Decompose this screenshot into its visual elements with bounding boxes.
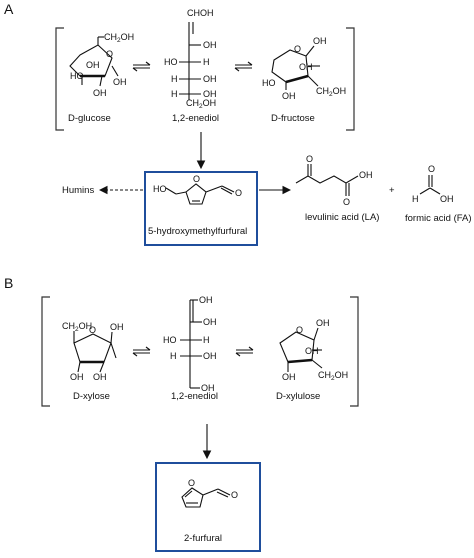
svg-text:HO: HO	[262, 78, 276, 88]
humins-label: Humins	[62, 185, 94, 196]
svg-text:OH: OH	[440, 194, 454, 204]
enediol-a-row4-right: OH	[203, 74, 217, 84]
xylulose-structure: O OH CH2OH OH OH	[279, 318, 348, 382]
enediol-a-row2-right: OH	[203, 40, 217, 50]
hmf-label: 5-hydroxymethylfurfural	[148, 226, 247, 237]
levulinic-label: levulinic acid (LA)	[305, 212, 379, 223]
enediol-a-row3-left: HO	[164, 57, 178, 67]
fructose-label: D-fructose	[271, 113, 315, 124]
svg-text:O: O	[188, 478, 195, 488]
svg-text:OH: OH	[93, 88, 107, 98]
svg-text:CH2OH: CH2OH	[318, 370, 348, 382]
enediol-structure-b: OH OH HO H H OH OH	[163, 295, 217, 393]
enediol-a-row4-left: H	[171, 74, 178, 84]
svg-text:H: H	[203, 335, 210, 345]
xylulose-label: D-xylulose	[276, 391, 320, 402]
formic-acid-structure: O H OH	[412, 164, 454, 204]
svg-text:OH: OH	[203, 351, 217, 361]
furfural-structure: O O	[181, 478, 238, 508]
enediol-b-label: 1,2-enediol	[171, 391, 218, 402]
svg-text:OH: OH	[203, 317, 217, 327]
svg-text:OH: OH	[282, 91, 296, 101]
svg-text:O: O	[193, 174, 200, 184]
svg-text:O: O	[428, 164, 435, 174]
furfural-highlight-box	[155, 462, 261, 552]
enediol-a-row3-right: H	[203, 57, 210, 67]
left-bracket-a	[55, 27, 64, 131]
svg-text:O: O	[106, 49, 113, 59]
svg-text:O: O	[89, 325, 96, 335]
right-bracket-b	[350, 296, 359, 407]
svg-text:O: O	[294, 44, 301, 54]
xylose-structure: O CH2OH OH OH OH	[62, 321, 124, 382]
hmf-structure: HO O O	[153, 174, 242, 205]
plus-sign: +	[389, 185, 395, 196]
svg-text:OH: OH	[70, 372, 84, 382]
enediol-a-row5-left: H	[171, 89, 178, 99]
fructose-structure: O OH OH CH2OH OH HO	[262, 36, 346, 101]
svg-text:H: H	[412, 194, 419, 204]
equilibrium-arrow-b1	[132, 346, 151, 357]
glucose-structure: CH2OH O OH HO OH OH	[69, 32, 134, 98]
svg-text:OH: OH	[93, 372, 107, 382]
panel-label-a: A	[4, 1, 14, 17]
svg-text:O: O	[231, 490, 238, 500]
svg-text:HO: HO	[70, 71, 84, 81]
svg-text:CH2OH: CH2OH	[316, 86, 346, 98]
equilibrium-arrow-a2	[234, 61, 253, 72]
glucose-label: D-glucose	[68, 113, 111, 124]
svg-text:OH: OH	[86, 60, 100, 70]
svg-text:OH: OH	[199, 295, 213, 305]
svg-text:OH: OH	[305, 346, 319, 356]
formic-label: formic acid (FA)	[405, 213, 472, 224]
svg-text:OH: OH	[282, 372, 296, 382]
enediol-a-label: 1,2-enediol	[172, 113, 219, 124]
right-bracket-a	[346, 27, 355, 131]
svg-text:O: O	[306, 154, 313, 164]
enediol-structure-a	[179, 22, 201, 100]
hmf-highlight-box	[144, 171, 258, 246]
enediol-a-row1-right: CHOH	[187, 8, 214, 18]
svg-text:CH2OH: CH2OH	[62, 321, 92, 333]
svg-text:O: O	[235, 188, 242, 198]
equilibrium-arrow-b2	[235, 346, 254, 357]
svg-text:HO: HO	[163, 335, 177, 345]
svg-text:OH: OH	[113, 77, 127, 87]
furfural-label: 2-furfural	[184, 533, 222, 544]
panel-label-b: B	[4, 275, 13, 291]
svg-text:O: O	[343, 197, 350, 207]
svg-text:OH: OH	[313, 36, 327, 46]
svg-text:CH2OH: CH2OH	[104, 32, 134, 44]
svg-text:OH: OH	[299, 62, 313, 72]
svg-text:OH: OH	[201, 383, 215, 393]
enediol-a-row5-right: OH	[203, 89, 217, 99]
svg-text:OH: OH	[359, 170, 373, 180]
levulinic-acid-structure: O O OH	[295, 154, 373, 207]
enediol-a-bottom: CH2OH	[186, 98, 216, 110]
left-bracket-b	[41, 296, 50, 407]
svg-text:OH: OH	[110, 322, 124, 332]
svg-text:O: O	[296, 325, 303, 335]
svg-text:HO: HO	[153, 184, 167, 194]
equilibrium-arrow-a1	[132, 61, 151, 72]
svg-text:OH: OH	[316, 318, 330, 328]
xylose-label: D-xylose	[73, 391, 110, 402]
svg-text:H: H	[170, 351, 177, 361]
